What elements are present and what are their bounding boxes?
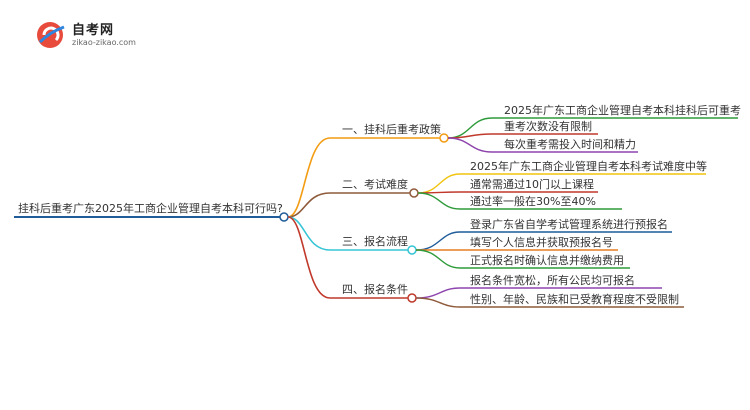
root-node-dot xyxy=(279,212,289,222)
branch-2-label: 二、考试难度 xyxy=(342,177,408,191)
branch-3-leaf-3-connector xyxy=(415,249,461,269)
branch-3-leaf-3: 正式报名时确认信息并缴纳费用 xyxy=(470,253,624,267)
branch-1-dot xyxy=(439,133,449,143)
branch-4-leaf-2: 性别、年龄、民族和已受教育程度不受限制 xyxy=(470,292,679,306)
branch-4-leaf-2-connector xyxy=(415,297,461,308)
branch-2-dot xyxy=(409,188,419,198)
root-topic: 挂科后重考广东2025年工商企业管理自考本科可行吗? xyxy=(18,201,283,215)
branch-3-leaf-1-connector xyxy=(415,231,461,251)
branch-3-dot xyxy=(407,245,417,255)
branch-4-label: 四、报名条件 xyxy=(342,282,408,296)
branch-1-connector xyxy=(287,137,331,218)
branch-4-leaf-1-connector xyxy=(415,287,461,299)
branch-3-leaf-1: 登录广东省自学考试管理系统进行预报名 xyxy=(470,217,668,231)
logo-icon xyxy=(37,22,65,48)
branch-1-label: 一、挂科后重考政策 xyxy=(342,122,441,136)
branch-1-leaf-1: 2025年广东工商企业管理自考本科挂科后可重考 xyxy=(504,103,741,117)
branch-1-leaf-1-connector xyxy=(447,117,493,139)
branch-4-connector xyxy=(287,216,331,299)
branch-2-leaf-2: 通常需通过10门以上课程 xyxy=(470,177,594,191)
branch-3-leaf-2: 填写个人信息并获取预报名号 xyxy=(470,235,613,249)
branch-1-leaf-3: 每次重考需投入时间和精力 xyxy=(504,137,636,151)
branch-3-label: 三、报名流程 xyxy=(342,234,408,248)
branch-1-leaf-3-connector xyxy=(447,137,493,153)
branch-2-leaf-1-connector xyxy=(417,173,461,194)
branch-2-leaf-3: 通过率一般在30%至40% xyxy=(470,194,596,208)
branch-1-leaf-2-connector xyxy=(447,133,493,139)
branch-2-connector xyxy=(287,192,331,218)
site-logo: 自考网 zikao-zikao.com xyxy=(34,18,144,52)
branch-4-dot xyxy=(407,293,417,303)
logo-brand-text: 自考网 xyxy=(72,23,115,38)
logo-domain-text: zikao-zikao.com xyxy=(72,38,136,47)
branch-2-leaf-1: 2025年广东工商企业管理自考本科考试难度中等 xyxy=(470,159,707,173)
branch-1-leaf-2: 重考次数没有限制 xyxy=(504,119,592,133)
branch-2-leaf-3-connector xyxy=(417,192,461,210)
branch-4-leaf-1: 报名条件宽松，所有公民均可报名 xyxy=(470,273,635,287)
